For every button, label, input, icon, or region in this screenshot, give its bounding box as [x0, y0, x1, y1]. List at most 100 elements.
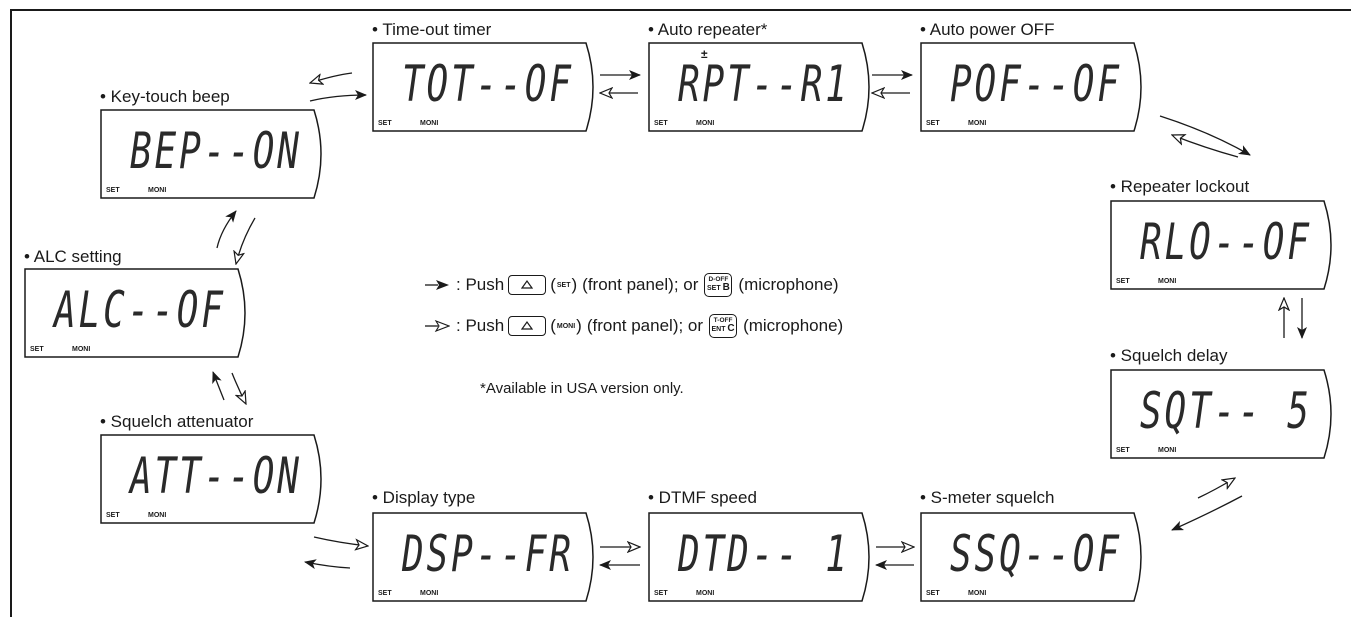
moni-tag: MONI — [696, 120, 715, 127]
lcd-display-text: DSP--FR — [401, 525, 574, 583]
up-key-icon — [508, 275, 547, 295]
lcd-outline — [372, 42, 594, 132]
lcd-display-text: SSQ--OF — [949, 525, 1122, 583]
arrow-rlo-to-pof — [1172, 135, 1239, 158]
lcd-display-text: RPT--R1 — [677, 55, 850, 113]
lcd-dtmf-speed: DTD-- 1 SET MONI — [648, 512, 876, 602]
moni-tag: MONI — [968, 120, 987, 127]
set-tag: SET — [106, 512, 120, 519]
label-squelch-delay: • Squelch delay — [1110, 346, 1228, 365]
lcd-alc-setting: ALC--OF SET MONI — [24, 268, 252, 358]
mic-key-top-label: T-OFF — [713, 316, 733, 324]
lcd-auto-repeater: ± RPT--R1 SET MONI — [648, 42, 876, 132]
label-key-touch-beep: • Key-touch beep — [100, 87, 230, 106]
label-s-meter-squelch: • S-meter squelch — [920, 488, 1055, 507]
open-arrow-icon — [425, 320, 450, 332]
lcd-outline — [372, 512, 594, 602]
set-tag: SET — [926, 590, 940, 597]
label-alc-setting: • ALC setting — [24, 247, 122, 266]
mic-key-bottom-label: SET B — [707, 283, 730, 293]
lcd-display-text: POF--OF — [949, 55, 1122, 113]
frame-top-border — [10, 9, 1351, 11]
legend-front-text: (front panel); or — [582, 275, 699, 294]
legend-set-row: : Push ( SET ) (front panel); or D-OFF S… — [424, 272, 839, 298]
up-key-icon — [508, 316, 547, 336]
arrow-att-to-dsp — [313, 536, 368, 546]
lcd-auto-power-off: POF--OF SET MONI — [920, 42, 1148, 132]
mic-key-letter: B — [722, 282, 730, 294]
legend-front-text: (front panel); or — [586, 316, 704, 335]
arrow-pof-to-rlo — [1159, 115, 1251, 156]
mic-key-prefix: SET — [707, 285, 721, 293]
lcd-s-meter-squelch: SSQ--OF SET MONI — [920, 512, 1148, 602]
lcd-display-text: ALC--OF — [53, 281, 226, 339]
legend-push-text: : Push — [456, 275, 505, 294]
set-tag: SET — [654, 590, 668, 597]
legend-push-text: : Push — [456, 316, 505, 335]
mic-key-top-label: D-OFF — [708, 275, 729, 283]
arrow-ssq-to-sqt — [1197, 478, 1235, 499]
label-display-type: • Display type — [372, 488, 476, 507]
lcd-repeater-lockout: RLO--OF SET MONI — [1110, 200, 1338, 290]
lcd-outline — [648, 512, 870, 602]
moni-tag: MONI — [148, 512, 167, 519]
lcd-outline — [100, 109, 322, 199]
lcd-time-out-timer: TOT--OF SET MONI — [372, 42, 600, 132]
set-tag: SET — [654, 120, 668, 127]
paren-open: ( — [550, 275, 556, 294]
arrow-bep-to-tot — [309, 90, 367, 102]
lcd-display-text: RLO--OF — [1139, 213, 1312, 271]
lcd-display-text: BEP--ON — [129, 122, 302, 180]
arrow-bep-to-alc — [236, 217, 256, 264]
lcd-outline — [100, 434, 322, 524]
set-tag: SET — [1116, 447, 1130, 454]
label-repeater-lockout: • Repeater lockout — [1110, 177, 1250, 196]
arrow-tot-to-bep — [310, 72, 353, 83]
lcd-squelch-delay: SQT-- 5 SET MONI — [1110, 369, 1338, 459]
label-auto-power-off: • Auto power OFF — [920, 20, 1055, 39]
paren-open: ( — [550, 316, 556, 335]
lcd-outline — [648, 42, 870, 132]
lcd-outline — [1110, 369, 1332, 459]
set-tag: SET — [106, 187, 120, 194]
lcd-display-type: DSP--FR SET MONI — [372, 512, 600, 602]
paren-close: ) — [576, 316, 582, 335]
legend-mic-text: (microphone) — [738, 275, 839, 294]
set-tag: SET — [378, 120, 392, 127]
arrow-dsp-to-att — [304, 559, 351, 570]
moni-tag: MONI — [1158, 447, 1177, 454]
arrow-alc-to-att — [231, 372, 246, 404]
lcd-squelch-attenuator: ATT--ON SET MONI — [100, 434, 328, 524]
frame-left-border — [10, 9, 12, 617]
set-tag: SET — [378, 590, 392, 597]
lcd-display-text: DTD-- 1 — [677, 525, 850, 583]
lcd-outline — [24, 268, 246, 358]
lcd-key-touch-beep: BEP--ON SET MONI — [100, 109, 328, 199]
lcd-display-text: SQT-- 5 — [1139, 382, 1312, 440]
lcd-display-text: TOT--OF — [401, 55, 574, 113]
label-dtmf-speed: • DTMF speed — [648, 488, 757, 507]
key-sub-label: SET — [556, 281, 571, 289]
set-tag: SET — [30, 346, 44, 353]
mic-key-c-icon: T-OFF ENT C — [709, 314, 738, 338]
moni-tag: MONI — [148, 187, 167, 194]
solid-arrow-icon — [425, 280, 449, 290]
set-tag: SET — [926, 120, 940, 127]
arrow-alc-to-bep — [216, 210, 237, 249]
mic-key-prefix: ENT — [711, 326, 726, 334]
moni-tag: MONI — [72, 346, 91, 353]
moni-tag: MONI — [420, 590, 439, 597]
lcd-outline — [920, 512, 1142, 602]
footnote-usa-only: *Available in USA version only. — [480, 380, 684, 397]
lcd-display-text: ATT--ON — [129, 447, 302, 505]
moni-tag: MONI — [1158, 278, 1177, 285]
moni-tag: MONI — [968, 590, 987, 597]
mic-key-b-icon: D-OFF SET B — [704, 273, 733, 297]
moni-tag: MONI — [696, 590, 715, 597]
lcd-outline — [920, 42, 1142, 132]
key-sub-label: MONI — [556, 322, 576, 330]
set-tag: SET — [1116, 278, 1130, 285]
lcd-outline — [1110, 200, 1332, 290]
legend-mic-text: (microphone) — [743, 316, 844, 335]
